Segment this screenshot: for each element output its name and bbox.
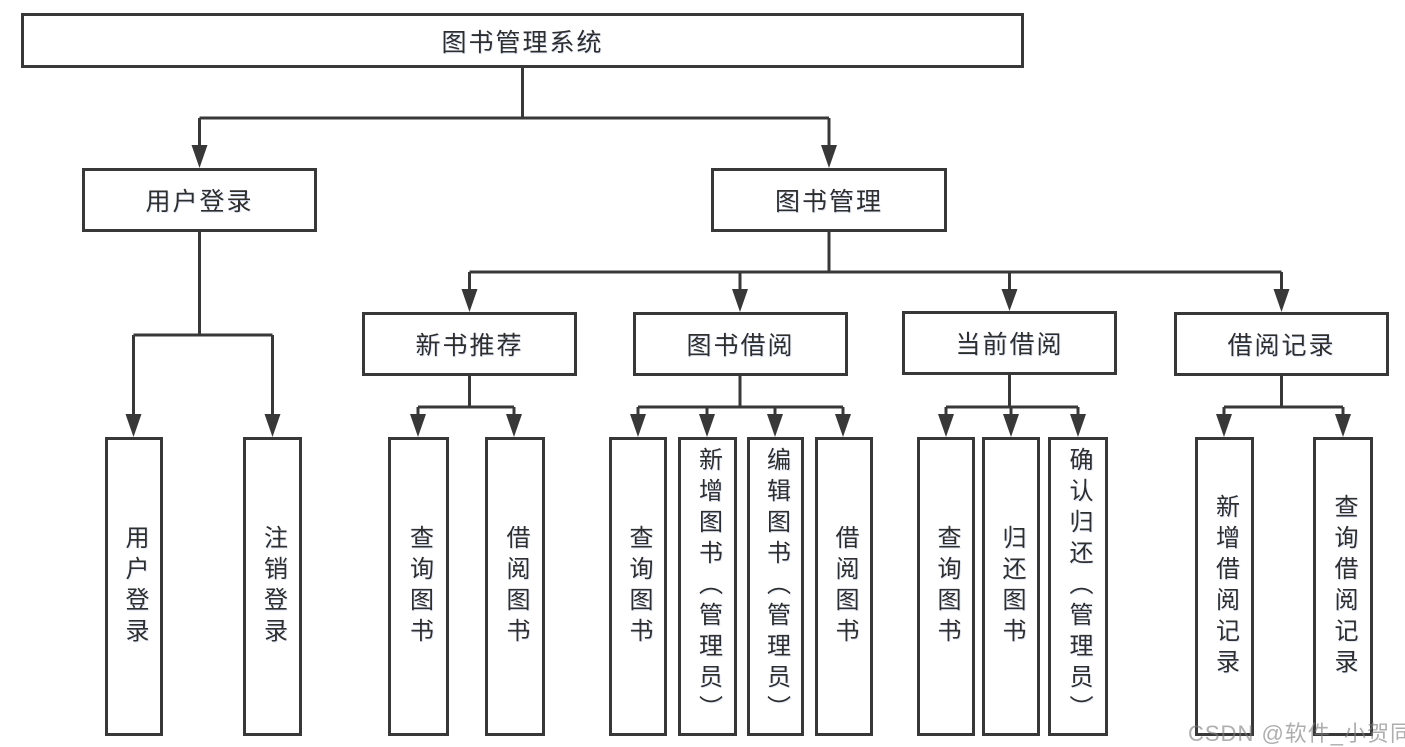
- node-library-system: 图书管理系统: [21, 13, 1024, 68]
- node-borrow-records: 借阅记录: [1174, 312, 1389, 376]
- arrowhead: [821, 145, 837, 168]
- connector-book-borrow-children: [630, 376, 851, 437]
- arrowhead: [1001, 289, 1018, 311]
- arrowhead: [630, 414, 646, 437]
- leaf-borrow-book: 借阅图书: [815, 437, 873, 736]
- arrowhead: [699, 414, 715, 437]
- node-label: 编辑图书（管理员）: [762, 447, 790, 726]
- leaf-query-book: 查询图书: [609, 437, 667, 736]
- connector-book-mgmt-children: [461, 232, 1290, 312]
- csdn-watermark: CSDN @软件_小贺同学: [1188, 721, 1405, 746]
- arrowhead: [125, 414, 142, 437]
- arrowhead: [835, 414, 851, 437]
- arrowhead: [191, 145, 208, 168]
- node-label: 图书借阅: [686, 332, 795, 360]
- leaf-borrow-book: 借阅图书: [485, 437, 545, 736]
- arrowhead: [1003, 414, 1019, 437]
- leaf-add-book-admin: 新增图书（管理员）: [678, 437, 737, 736]
- node-current-borrow: 当前借阅: [902, 311, 1117, 375]
- node-label: 新增借阅记录: [1211, 493, 1239, 680]
- connector-root-to-level2: [191, 68, 837, 168]
- node-label: 查询图书: [405, 524, 433, 649]
- node-label: 当前借阅: [955, 331, 1064, 359]
- leaf-query-borrow-record: 查询借阅记录: [1313, 437, 1373, 736]
- arrowhead: [1216, 414, 1232, 437]
- node-new-book-recommend: 新书推荐: [362, 312, 577, 376]
- leaf-return-book: 归还图书: [982, 437, 1040, 736]
- node-user-login: 用户登录: [82, 168, 317, 232]
- node-label: 借阅记录: [1227, 332, 1336, 360]
- arrowhead: [767, 414, 783, 437]
- node-label: 查询图书: [625, 524, 652, 649]
- node-label: 图书管理系统: [441, 28, 604, 57]
- node-label: 归还图书: [998, 524, 1025, 649]
- arrowhead: [1335, 414, 1351, 437]
- node-label: 借阅图书: [831, 524, 858, 649]
- leaf-edit-book-admin: 编辑图书（管理员）: [747, 437, 804, 736]
- node-label: 查询借阅记录: [1330, 493, 1357, 680]
- node-label: 新书推荐: [415, 332, 524, 360]
- leaf-add-borrow-record: 新增借阅记录: [1195, 437, 1254, 736]
- leaf-logout: 注销登录: [243, 437, 302, 736]
- arrowhead: [938, 414, 954, 437]
- node-label: 图书管理: [774, 188, 883, 216]
- node-label: 新增图书（管理员）: [694, 447, 722, 726]
- connector-user-login-children: [125, 232, 281, 437]
- connector-new-book-children: [410, 376, 522, 437]
- node-label: 注销登录: [259, 524, 287, 649]
- node-label: 用户登录: [145, 188, 254, 216]
- arrowhead: [410, 414, 426, 437]
- leaf-query-book: 查询图书: [388, 437, 449, 736]
- node-book-borrow: 图书借阅: [633, 312, 848, 376]
- arrowhead: [264, 414, 281, 437]
- connector-current-borrow-children: [938, 375, 1086, 437]
- leaf-query-book: 查询图书: [917, 437, 975, 736]
- node-label: 借阅图书: [502, 524, 529, 649]
- leaf-user-login: 用户登录: [105, 437, 163, 736]
- leaf-confirm-return-admin: 确认归还（管理员）: [1048, 437, 1108, 736]
- arrowhead: [732, 289, 748, 312]
- arrowhead: [461, 289, 478, 312]
- connector-borrow-record-children: [1216, 376, 1351, 437]
- arrowhead: [1273, 289, 1290, 312]
- arrowhead: [1070, 414, 1086, 437]
- node-label: 用户登录: [121, 524, 148, 649]
- node-book-management: 图书管理: [711, 168, 947, 232]
- node-label: 确认归还（管理员）: [1065, 447, 1092, 726]
- arrowhead: [506, 414, 522, 437]
- node-label: 查询图书: [933, 524, 960, 649]
